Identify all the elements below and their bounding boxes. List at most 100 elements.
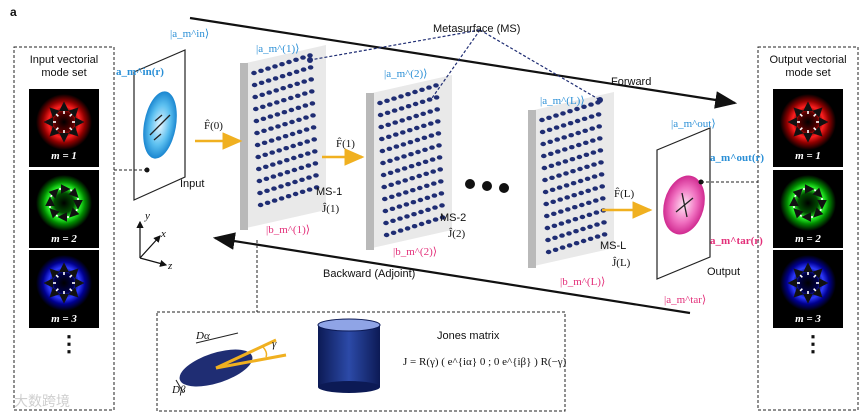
ms1-meta-atom (312, 161, 319, 166)
ms1-meta-atom (291, 167, 298, 173)
msL-meta-atom (569, 145, 575, 150)
ms2-meta-atom (377, 100, 383, 106)
ms1-meta-atom (303, 115, 309, 120)
ms2-meta-atom (412, 101, 419, 107)
ms1-meta-atom (275, 124, 281, 129)
ms1-meta-atom (277, 160, 283, 165)
ms1-meta-atom (313, 173, 319, 178)
msL-meta-atom (570, 169, 576, 174)
ms1-meta-atom (298, 153, 304, 158)
ms2-meta-atom (417, 197, 424, 203)
msL-meta-atom (555, 149, 561, 154)
backward-label: Backward (Adjoint) (323, 268, 416, 280)
ms2-meta-atom (426, 85, 432, 90)
ms2-meta-atom (433, 83, 439, 88)
output-mode-3-polarization-arrow (793, 268, 804, 279)
msL-meta-atom (590, 150, 597, 155)
msL-meta-atom (575, 130, 581, 136)
ms1-meta-atom (264, 200, 271, 205)
ms1-meta-atom (298, 165, 305, 170)
ms1-meta-atom (270, 174, 277, 179)
msL-meta-atom (549, 187, 556, 192)
ms2-meta-atom (416, 173, 423, 179)
msL-meta-atom (598, 172, 605, 177)
ms1-meta-atom (271, 186, 277, 191)
output-mode-3-polarization-arrow (793, 287, 804, 298)
ms2-meta-atom (394, 156, 400, 161)
msL-meta-atom (588, 114, 595, 119)
ms1-meta-atom (290, 143, 297, 149)
msL-meta-atom (544, 213, 550, 219)
msL-meta-atom (601, 220, 607, 225)
output-mode-label-2: m = 2 (795, 233, 821, 245)
ms1-meta-atom (284, 170, 291, 175)
ms1-meta-atom (251, 82, 258, 88)
ms1-meta-atom (274, 100, 280, 105)
ms2-meta-atom (436, 155, 443, 160)
msL-meta-atom (574, 106, 580, 112)
msL-meta-atom (594, 234, 601, 239)
output-panel-frame (757, 46, 859, 411)
msL-meta-atom (560, 123, 567, 128)
input-mode-ring-3 (36, 255, 92, 311)
ms2-meta-atom (392, 120, 399, 125)
ms2-meta-atom (424, 183, 430, 188)
output-mode-1-polarization-arrow (793, 126, 804, 137)
metasurface-label: Metasurface (MS) (433, 23, 521, 35)
ms1-meta-atom (276, 148, 283, 153)
input-more-modes: ⋮ (58, 331, 80, 356)
msL-meta-atom (597, 148, 604, 153)
ms1-meta-atom (255, 154, 261, 160)
a1-ket: |a_m^(1)⟩ (256, 43, 300, 55)
msL-meta-atom (562, 159, 569, 164)
ms1-meta-atom (296, 129, 303, 134)
ms2-meta-atom (401, 154, 407, 159)
msL-meta-atom (568, 133, 574, 138)
msL-meta-atom (557, 197, 563, 202)
ms2-meta-atom (398, 106, 405, 111)
msL-meta-atom (555, 161, 562, 166)
output-mode-label-1: m = 1 (795, 150, 821, 162)
ms1-meta-atom (252, 94, 258, 100)
msL-meta-atom (597, 136, 603, 141)
msL-meta-atom (546, 115, 552, 121)
msL-meta-atom (586, 200, 592, 205)
ms2-meta-atom (434, 107, 441, 112)
fL-label: F̂(L) (614, 188, 635, 200)
ms2-meta-atom (391, 108, 398, 113)
ms1-meta-atom (289, 119, 295, 125)
ms2-meta-atom (404, 214, 410, 219)
ms1-meta-atom (265, 66, 271, 71)
ms1-meta-atom (260, 116, 267, 122)
msL-meta-atom (565, 207, 571, 212)
msL-meta-atom (585, 188, 591, 193)
ms1-meta-atom (296, 117, 302, 123)
msL-meta-atom (562, 147, 568, 152)
ms2-meta-atom (387, 158, 393, 163)
ms1-meta-atom (283, 146, 290, 151)
msL-meta-atom (584, 176, 591, 181)
output-mode-2-polarization-arrow (793, 208, 804, 219)
ms1-meta-atom (271, 198, 278, 203)
msL-meta-atom (595, 112, 602, 117)
msL-meta-atom (553, 125, 560, 130)
input-mode-ring-1 (36, 94, 92, 150)
ms1-meta-atom (310, 125, 317, 130)
ms1-meta-atom (306, 175, 312, 180)
ms2-meta-atom (438, 179, 444, 184)
ms2-jones-label: Ĵ(2) (448, 228, 466, 240)
msL-meta-atom (551, 211, 557, 216)
ms2-meta-atom (397, 216, 403, 221)
ms1-meta-atom (275, 136, 282, 141)
ms1-meta-atom (300, 55, 306, 60)
ms1-meta-atom (263, 164, 269, 169)
msL-meta-atom (581, 116, 588, 122)
ms2-meta-atom (417, 185, 423, 191)
input-mode-label-3: m = 3 (51, 313, 77, 325)
msL-meta-atom (545, 237, 551, 243)
ms1-meta-atom (307, 65, 314, 70)
ms2-meta-atom (415, 161, 422, 167)
ms2-meta-atom (382, 208, 389, 214)
ms2-meta-atom (379, 136, 385, 142)
msL-meta-atom (565, 219, 572, 224)
